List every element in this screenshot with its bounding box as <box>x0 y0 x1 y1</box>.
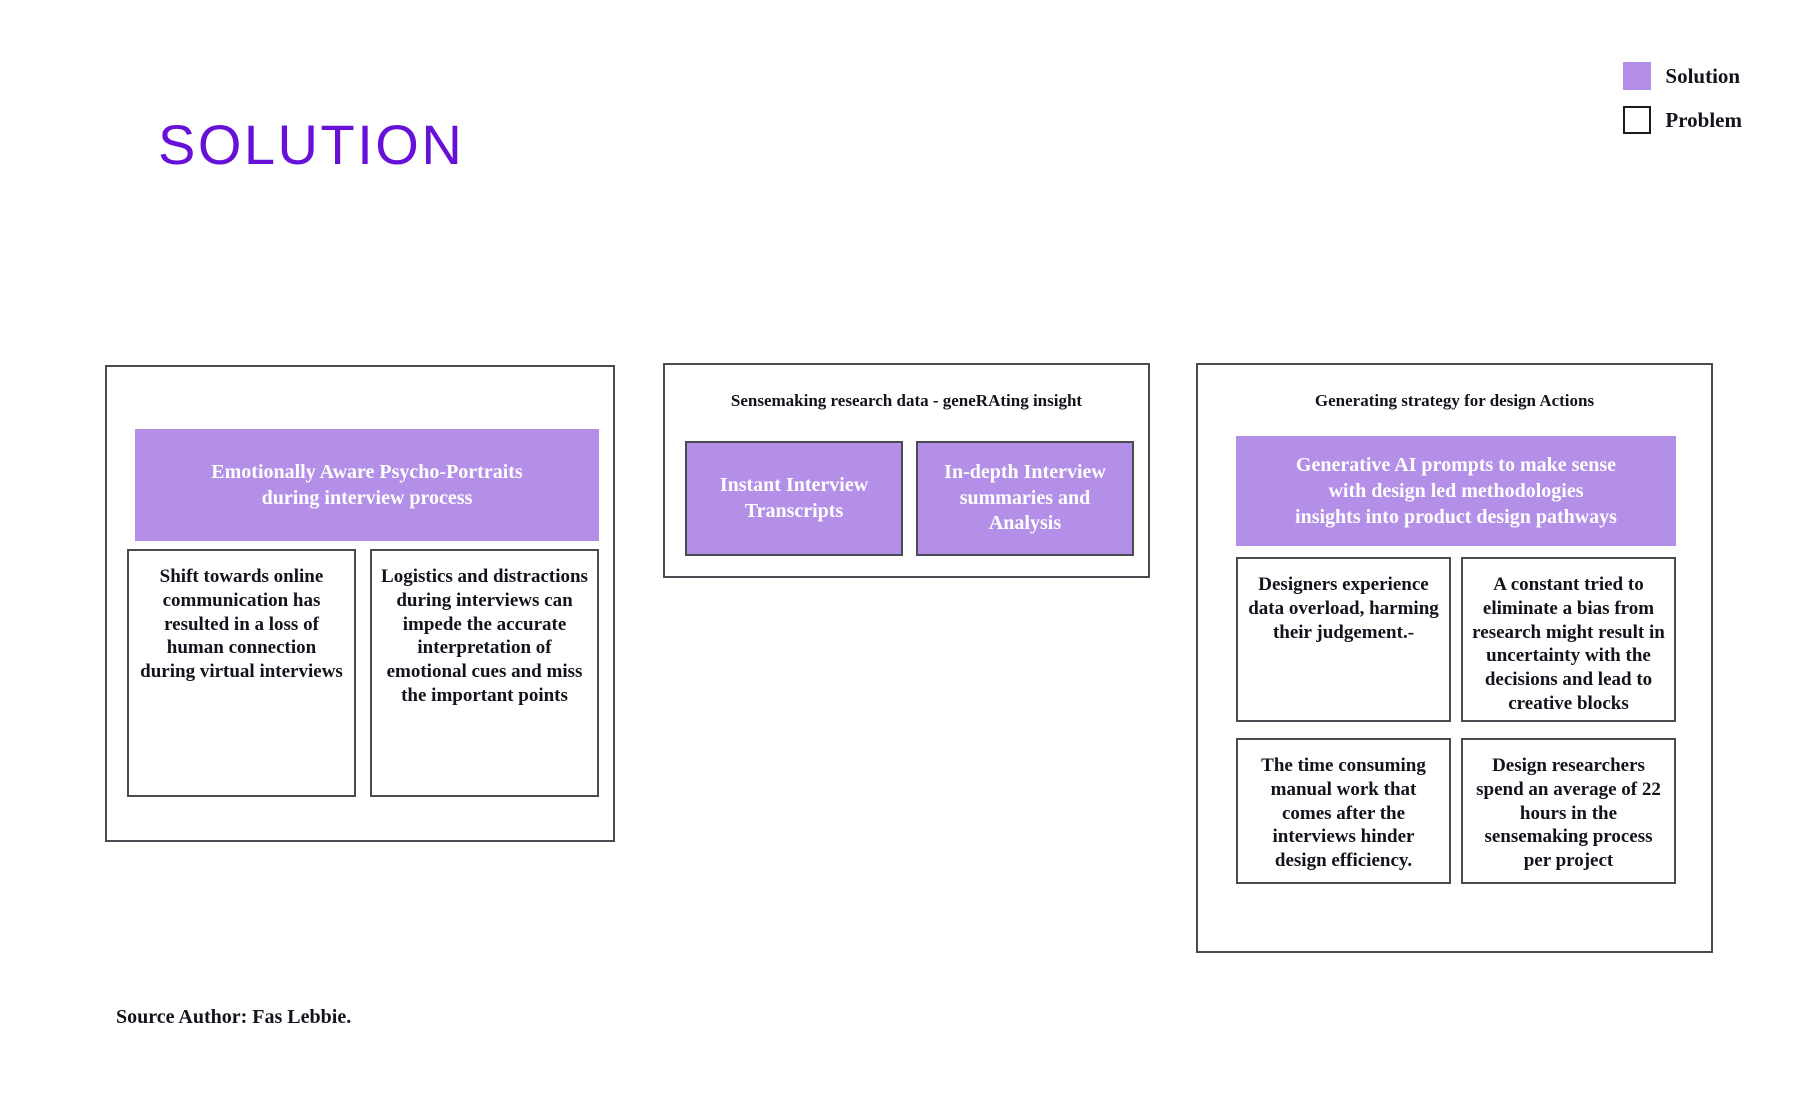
legend-item-solution: Solution <box>1623 62 1740 90</box>
legend-label-problem: Problem <box>1665 107 1742 132</box>
panel-one-title <box>107 385 613 405</box>
panel-one-solution-banner: Emotionally Aware Psycho-Portraits durin… <box>135 429 599 541</box>
panel-three-solution-banner: Generative AI prompts to make sense with… <box>1236 436 1676 546</box>
page-title: SOLUTION <box>158 113 465 176</box>
source-attribution: Source Author: Fas Lebbie. <box>116 1006 352 1028</box>
panel-generating-strategy-for-design-actions: Generating strategy for design Actions G… <box>1196 363 1713 953</box>
panel-two-solution-card-2: In-depth Interview summaries and Analysi… <box>916 441 1134 556</box>
problem-swatch-icon <box>1623 106 1652 134</box>
legend-item-problem: Problem <box>1623 106 1742 134</box>
panel-one-problem-card-1: Shift towards online communication has r… <box>127 549 356 797</box>
panel-three-problem-card-1: Designers experience data overload, harm… <box>1236 557 1451 722</box>
panel-emotionally-aware-psycho-portraits: Emotionally Aware Psycho-Portraits durin… <box>105 365 615 842</box>
panel-three-problem-card-3: The time consuming manual work that come… <box>1236 738 1451 884</box>
solution-swatch-icon <box>1623 62 1652 90</box>
panel-three-problem-card-4: Design researchers spend an average of 2… <box>1461 738 1676 884</box>
panel-three-title: Generating strategy for design Actions <box>1314 391 1595 410</box>
legend: Solution Problem <box>1623 62 1742 134</box>
panel-two-title: Sensemaking research data - geneRAting i… <box>730 391 1083 410</box>
panel-three-problem-card-2: A constant tried to eliminate a bias fro… <box>1461 557 1676 722</box>
legend-label-solution: Solution <box>1665 63 1741 88</box>
panel-two-solution-card-1: Instant Interview Transcripts <box>685 441 903 556</box>
panel-sensemaking-research-data: Sensemaking research data - geneRAting i… <box>663 363 1150 578</box>
panel-one-problem-card-2: Logistics and distractions during interv… <box>370 549 599 797</box>
